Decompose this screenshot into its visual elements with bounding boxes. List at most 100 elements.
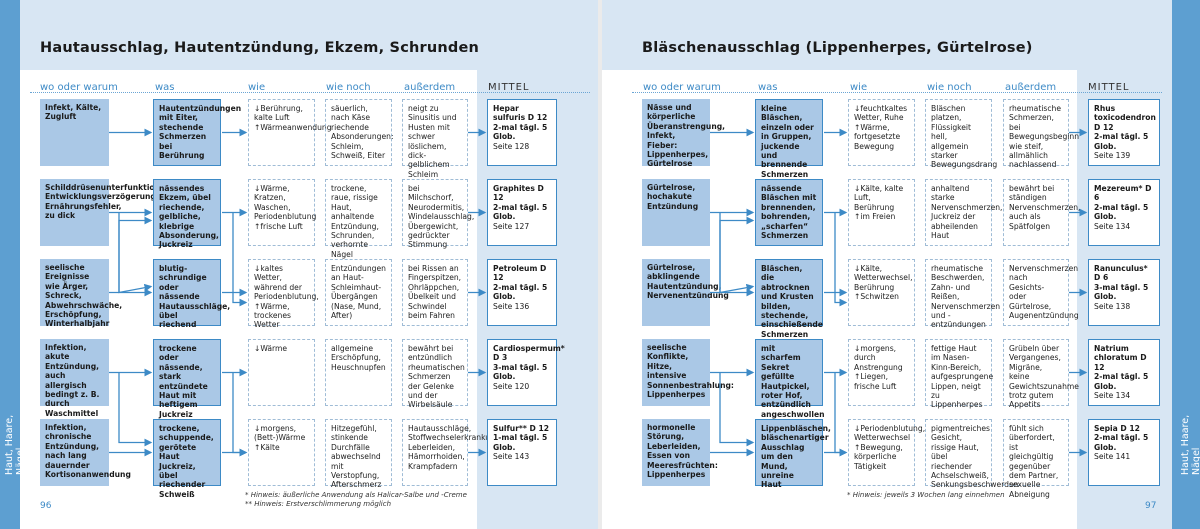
left-row-wie: ↓Wärme, Kratzen, Waschen, Periodenblutun… — [248, 179, 316, 246]
left-col-ausserdem: außerdem — [404, 82, 456, 93]
right-row-ausserdem: fühlt sich überfordert, ist gleichgültig… — [1003, 419, 1069, 499]
right-row-ausserdem: Grübeln über Vergangenes, Migräne, keine… — [1003, 339, 1079, 409]
remedy-page-ref: Seite 139 — [1094, 151, 1131, 161]
right-row-wienoch: Bläschen platzen, Flüssigkeit hell, allg… — [925, 99, 997, 169]
remedy-page-ref: Seite 136 — [493, 301, 530, 311]
remedy-page-ref: Seite 134 — [1094, 391, 1131, 401]
left-page-number: 96 — [40, 501, 52, 511]
remedy-name: Cardiospermum* D 3 — [493, 344, 565, 363]
remedy-dose: 2-mal tägl. 5 Glob. — [493, 282, 548, 302]
right-col-wo: wo oder warum — [643, 82, 721, 93]
right-row-wienoch: anhaltend starke Nervenschmerzen, Juckre… — [925, 179, 1002, 246]
right-row-was: nässende Bläschen mit brennenden, bohren… — [755, 179, 823, 246]
right-page-title: Bläschenausschlag (Lippenherpes, Gürtelr… — [642, 40, 1033, 56]
left-row-wienoch: Entzündungen an Haut-Schleimhaut-Übergän… — [325, 259, 392, 326]
left-note-2: ** Hinweis: Erstverschlimmerung möglich — [245, 500, 392, 508]
left-row-wo: Infektion, chronische Entzündung, nach l… — [40, 419, 131, 486]
right-row-was: kleine Bläschen, einzeln oder in Gruppen… — [755, 99, 823, 179]
right-row-was: mit scharfem Sekret gefüllte Hautpickel,… — [755, 339, 825, 419]
left-arrow-cross-3 — [118, 372, 153, 447]
right-header-rule — [632, 92, 1162, 93]
left-col-was: was — [155, 82, 175, 93]
left-arrow-cross-4 — [232, 212, 248, 307]
right-col-was: was — [758, 82, 778, 93]
left-row-ausserdem: bei Rissen an Fingerspitzen, Ohrläppchen… — [402, 259, 468, 326]
right-col-wienoch: wie noch — [927, 82, 972, 93]
remedy-page-ref: Seite 143 — [493, 452, 530, 462]
left-row-wie: ↓Wärme — [248, 339, 315, 406]
left-row-wienoch: säuerlich, nach Käse riechende Absonderu… — [325, 99, 394, 166]
remedy-page-ref: Seite 120 — [493, 381, 530, 391]
left-page-title: Hautausschlag, Hautentzündung, Ekzem, Sc… — [40, 40, 480, 56]
right-arrow-cross-2 — [719, 216, 755, 293]
left-row-ausserdem: bei Milchschorf, Neurodermitis, Windelau… — [402, 179, 474, 249]
left-note-1: * Hinweis: äußerliche Anwendung als Hali… — [245, 491, 467, 499]
remedy-name: Sulfur** D 12 — [493, 424, 550, 433]
page-gutter — [598, 0, 602, 529]
right-row-wienoch: rheumatische Beschwerden, Zahn- und Reiß… — [925, 259, 1000, 329]
right-side-label: Haut, Haare, Nägel — [1180, 414, 1200, 475]
remedy-name: Sepia D 12 — [1094, 424, 1140, 433]
remedy-page-ref: Seite 127 — [493, 221, 530, 231]
remedy-name: Rhus toxicodendron D 12 — [1094, 104, 1156, 132]
left-col-wienoch: wie noch — [326, 82, 371, 93]
left-row-wie: ↓Berührung, kalte Luft ↑Wärmeanwendung — [248, 99, 332, 166]
right-header-band — [602, 0, 1200, 70]
left-row-wo: seelische Ereignisse wie Ärger, Schreck,… — [40, 259, 122, 328]
remedy-name: Natrium chloratum D 12 — [1094, 344, 1147, 372]
left-row-was: nässendes Ekzem, übel riechende, gelblic… — [153, 179, 221, 249]
right-arrow-cross-1 — [719, 212, 755, 294]
left-row-wo: Infektion, akute Entzündung, auch allerg… — [40, 339, 109, 418]
left-header-band — [0, 0, 598, 70]
right-side-tab — [1172, 0, 1200, 529]
remedy-name: Ranunculus* D 6 — [1094, 264, 1148, 283]
right-row-wo: hormonelle Störung, Leberleiden, Essen v… — [642, 419, 718, 486]
right-row-ausserdem: rheumatische Schmerzen, bei Bewegungsbeg… — [1003, 99, 1079, 169]
left-col-wie: wie — [248, 82, 266, 93]
right-row-ausserdem: Nervenschmerzen nach Gesichts- oder Gürt… — [1003, 259, 1079, 326]
right-row-wo: Nässe und körperliche Überanstrengung, I… — [642, 99, 725, 168]
right-row-was: Bläschen, die abtrocknen und Krusten bil… — [755, 259, 823, 339]
left-row-wie: ↓morgens, (Bett-)Wärme ↑Kälte — [248, 419, 315, 486]
remedy-name: Graphites D 12 — [493, 184, 544, 203]
left-row-was: Hautentzündungen mit Eiter, stechende Sc… — [153, 99, 241, 166]
remedy-dose: 3-mal tägl. 5 Glob. — [493, 362, 548, 382]
remedy-page-ref: Seite 138 — [1094, 301, 1131, 311]
remedy-dose: 2-mal tägl. 5 Glob. — [1094, 372, 1149, 391]
right-row-ausserdem: bewährt bei ständigen Nervenschmerzen, a… — [1003, 179, 1080, 246]
left-row-was: trockene, schuppende, gerötete Haut Juck… — [153, 419, 221, 499]
remedy-name: Mezereum* D 6 — [1094, 184, 1152, 203]
remedy-page-ref: Seite 134 — [1094, 221, 1131, 231]
right-row-wie: ↓Kälte, kalte Luft, Berührung ↑im Freien — [848, 179, 915, 246]
right-note-1: * Hinweis: jeweils 3 Wochen lang einnehm… — [847, 491, 1005, 499]
left-row-wo: Infekt, Kälte, Zugluft — [40, 99, 109, 166]
right-col-ausserdem: außerdem — [1005, 82, 1057, 93]
right-row-wo: Gürtelrose, abklingende Hautentzündung, … — [642, 259, 729, 326]
left-col-wo: wo oder warum — [40, 82, 118, 93]
right-arrow-cross-4 — [834, 212, 848, 307]
left-row-ausserdem: neigt zu Sinusitis und Husten mit schwer… — [402, 99, 468, 179]
left-row-ausserdem: bewährt bei entzündlich rheumatischen Sc… — [402, 339, 468, 409]
right-row-wie: ↓feuchtkaltes Wetter, Ruhe ↑Wärme, fortg… — [848, 99, 915, 166]
left-row-wienoch: allgemeine Erschöpfung, Heuschnupfen — [325, 339, 392, 406]
left-row-wienoch: trockene, raue, rissige Haut, anhaltende… — [325, 179, 392, 259]
right-row-wo: seelische Konflikte, Hitze, intensive So… — [642, 339, 734, 406]
remedy-name: Petroleum D 12 — [493, 264, 547, 283]
left-row-wo: Schilddrüsenunterfunktion, Entwicklungsv… — [40, 179, 163, 246]
right-row-wie: ↓Periodenblutung, Wetterwechsel ↑Bewegun… — [848, 419, 925, 486]
right-col-wie: wie — [850, 82, 868, 93]
left-row-was: blutig-schrundige oder nässende Hautauss… — [153, 259, 230, 329]
remedy-page-ref: Seite 141 — [1094, 452, 1131, 462]
right-row-wienoch: pigmentreiches Gesicht, rissige Haut, üb… — [925, 419, 1018, 489]
left-arrow-cross-2 — [118, 216, 153, 293]
left-header-rule — [30, 92, 590, 93]
remedy-page-ref: Seite 128 — [493, 141, 530, 151]
